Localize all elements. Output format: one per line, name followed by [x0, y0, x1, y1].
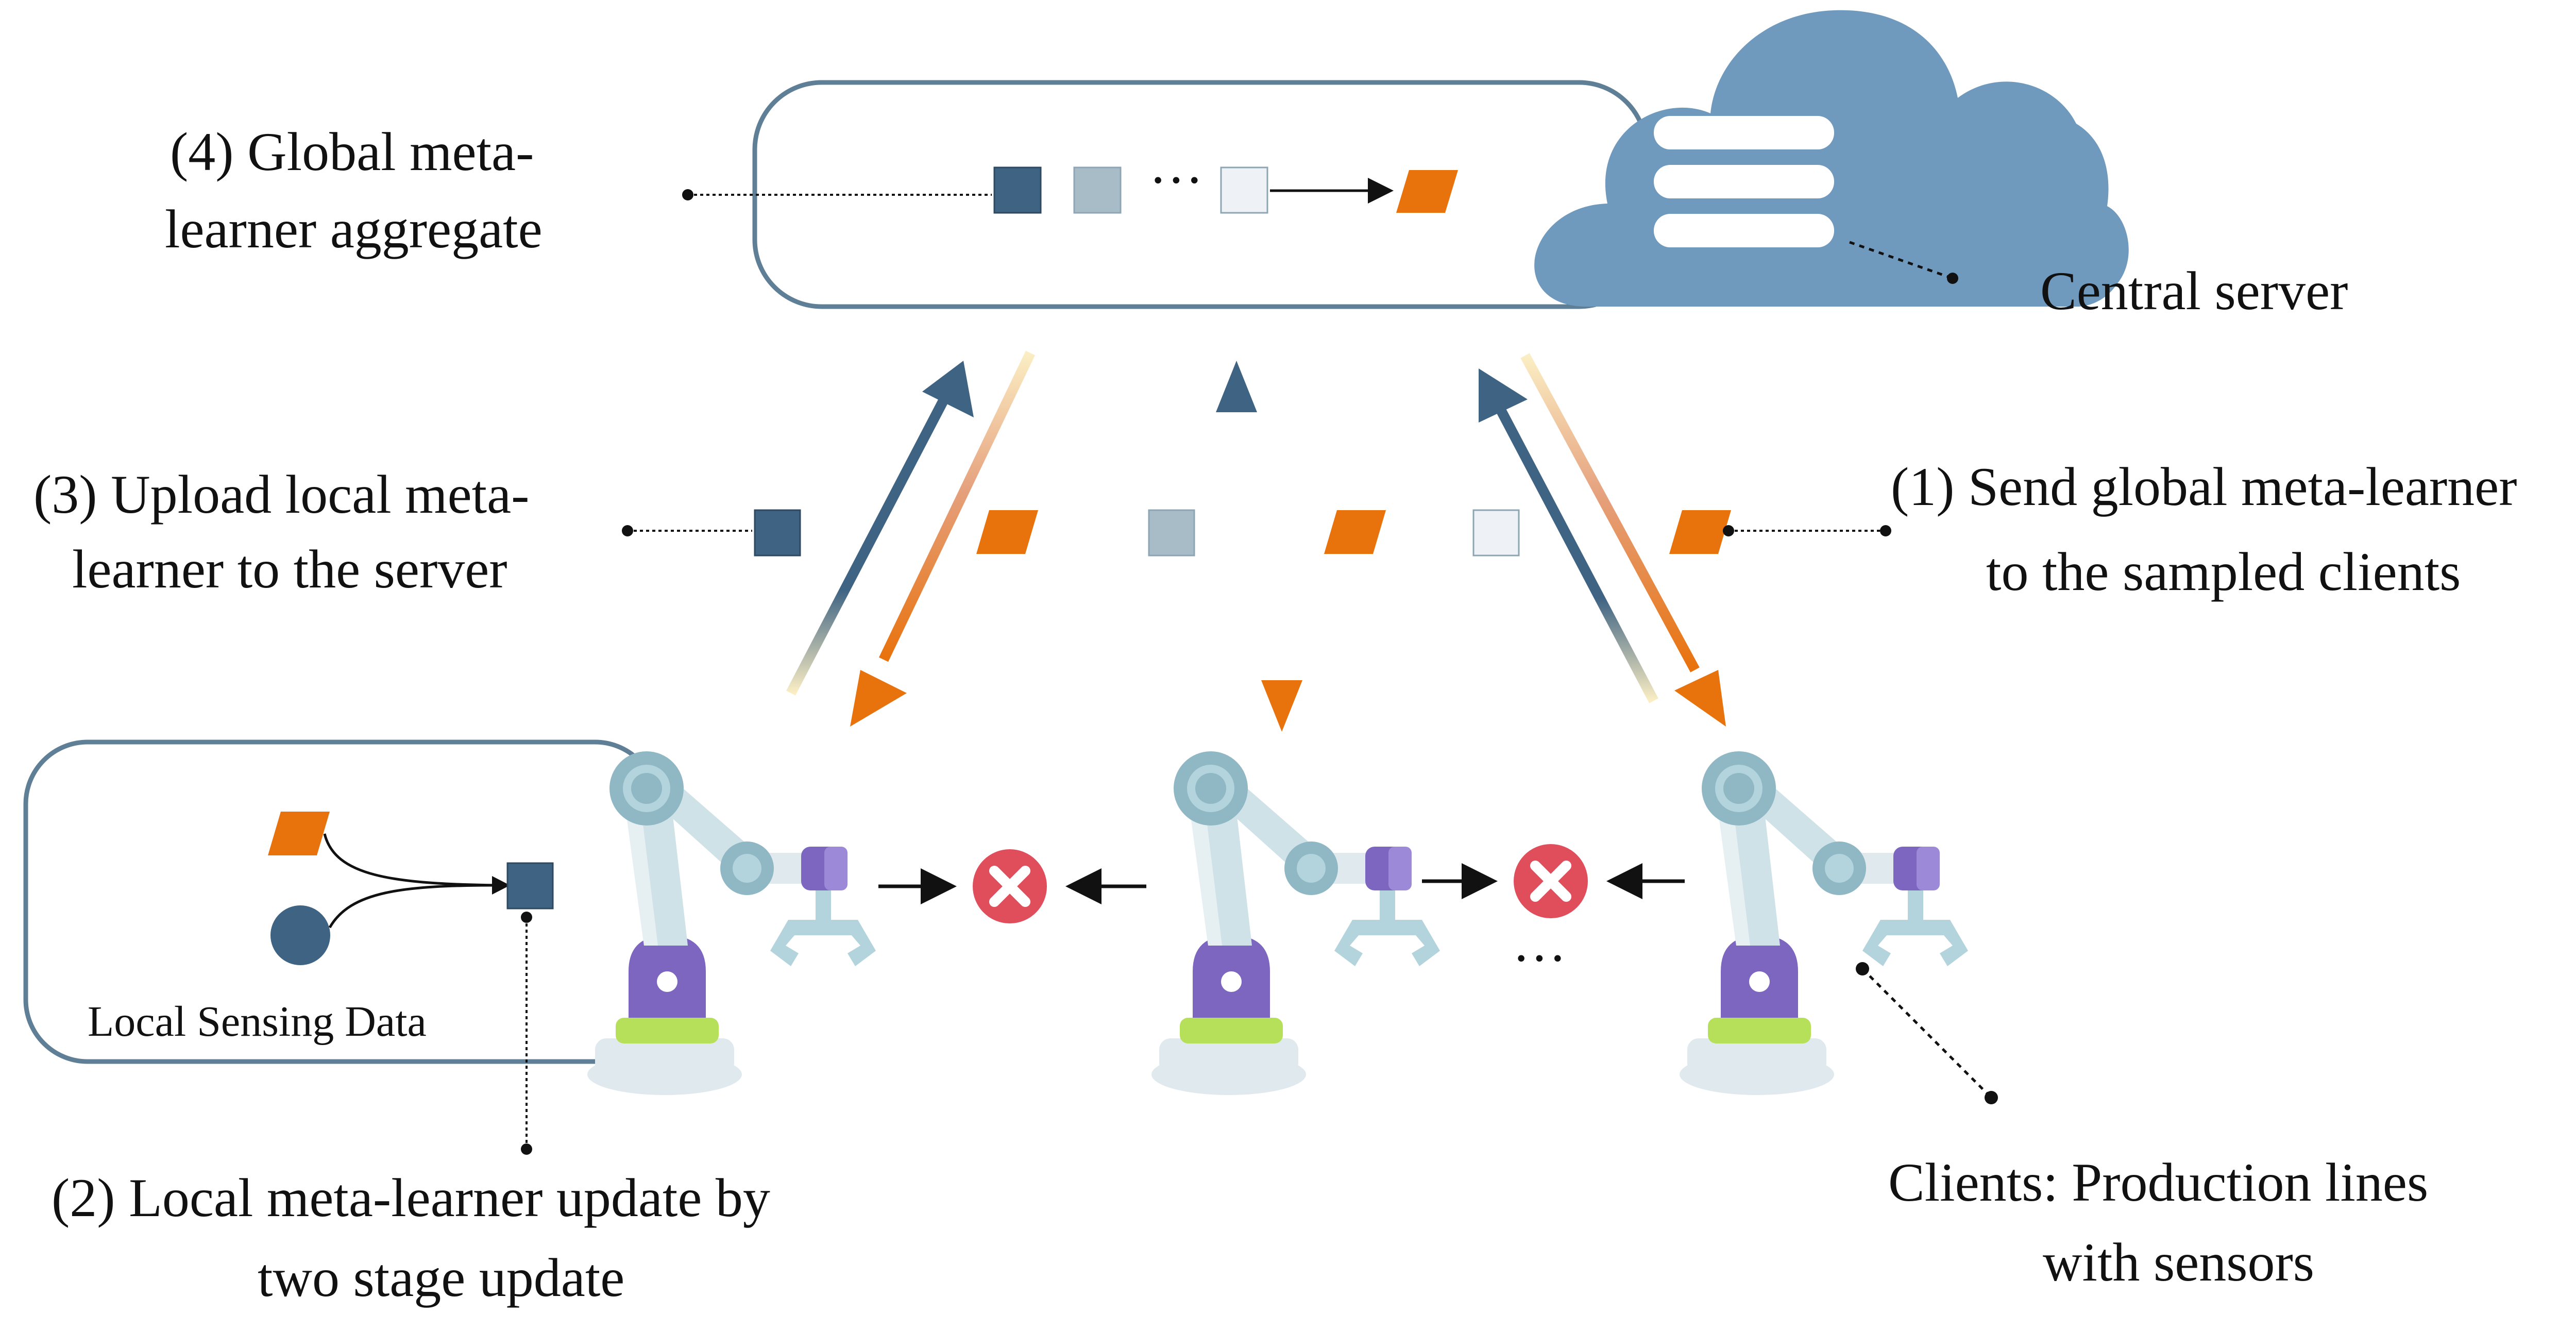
leader-dot: [622, 525, 633, 536]
leader-dot: [1723, 525, 1734, 536]
label-central-server: Central server: [2040, 261, 2348, 321]
central-server-cloud-icon: [1534, 10, 2129, 307]
leader-dot: [1880, 525, 1891, 536]
download-arrow-right: [1520, 353, 1726, 727]
send-orange-parallelogram-2: [1324, 510, 1386, 554]
label-local-update-1: (2) Local meta-learner update by: [52, 1168, 770, 1228]
send-orange-parallelogram-3: [1669, 510, 1731, 554]
local-model-updated-square: [506, 862, 554, 910]
upload-arrow-middle: [1216, 361, 1257, 719]
leader-dot: [1985, 1091, 1998, 1104]
label-global-aggregate-2: learner aggregate: [165, 199, 543, 259]
label-upload-1: (3) Upload local meta-: [33, 464, 529, 525]
upload-gray-square: [1148, 509, 1195, 557]
leader-dot: [1947, 273, 1958, 284]
merge-curve-top: [323, 833, 498, 887]
send-orange-parallelogram-1: [976, 510, 1038, 554]
label-clients-1: Clients: Production lines: [1888, 1152, 2428, 1213]
label-local-update-2: two stage update: [258, 1248, 624, 1308]
clients-ellipsis: ···: [1512, 928, 1567, 988]
local-model-light-square: [1220, 166, 1268, 214]
robot-client-3-icon: [1680, 751, 1968, 1095]
label-local-sensing: Local Sensing Data: [88, 998, 427, 1046]
upload-light-square: [1472, 509, 1520, 557]
robot-client-2-icon: [1151, 751, 1440, 1095]
merge-curve-bottom: [328, 884, 498, 929]
leader-clients: [1861, 968, 1992, 1099]
server-ellipsis: ···: [1149, 150, 1204, 210]
local-sensing-data-circle: [270, 905, 330, 965]
upload-arrow-left: [786, 361, 974, 696]
label-global-aggregate-1: (4) Global meta-: [170, 122, 534, 182]
leader-dot: [1856, 962, 1869, 975]
upload-arrow-right: [1479, 368, 1658, 703]
download-arrow-middle: [1261, 353, 1302, 732]
leader-dot: [682, 189, 693, 200]
leader-dot: [521, 912, 532, 923]
local-model-dark-square: [993, 166, 1042, 214]
label-send-2: to the sampled clients: [1986, 542, 2461, 602]
leader-central-server: [1849, 241, 1953, 280]
local-model-gray-square: [1073, 166, 1122, 214]
download-arrow-left: [850, 350, 1036, 727]
no-communication-1: [878, 849, 1146, 923]
label-send-1: (1) Send global meta-learner: [1891, 457, 2517, 517]
no-communication-2: [1422, 844, 1685, 918]
label-upload-2: learner to the server: [72, 539, 507, 599]
local-global-model-parallelogram: [268, 812, 330, 855]
global-model-orange-parallelogram: [1396, 170, 1458, 213]
upload-dark-square: [754, 509, 801, 557]
leader-dot: [521, 1143, 532, 1155]
label-clients-2: with sensors: [2043, 1232, 2314, 1292]
merge-arrowhead: [492, 876, 510, 895]
